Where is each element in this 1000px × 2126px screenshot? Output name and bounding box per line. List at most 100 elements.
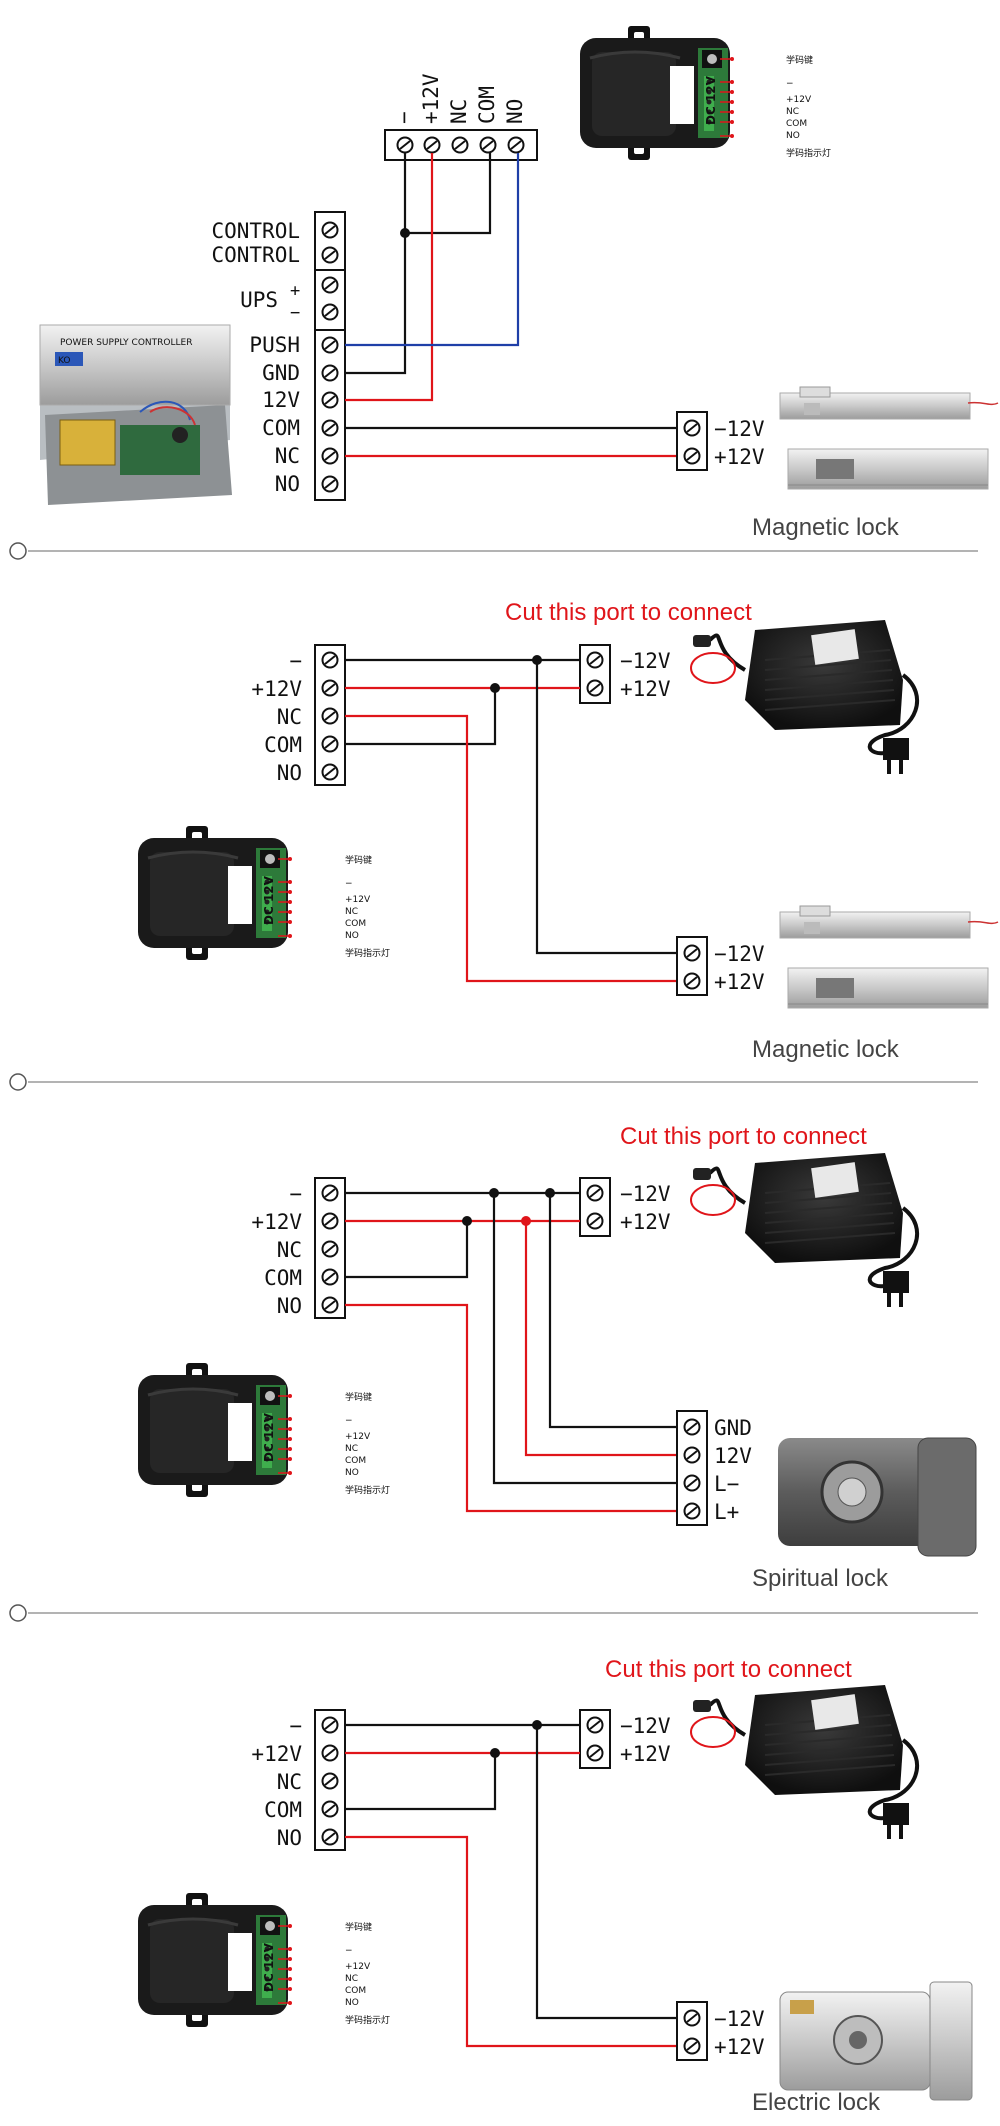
- top-label-com: COM: [475, 86, 499, 124]
- psu-label-no: NO: [275, 472, 300, 496]
- ctrl2-label-minus: −: [289, 649, 302, 673]
- psu-label-ups: UPS: [240, 288, 278, 312]
- cut-label-3: Cut this port to connect: [620, 1123, 867, 1150]
- psu-label-control-2: CONTROL: [211, 243, 300, 267]
- svg-text:NO: NO: [345, 931, 359, 941]
- svg-text:COM: COM: [345, 1986, 366, 1996]
- magnetic-lock-image: [779, 386, 999, 490]
- adapter2-label-plus: +12V: [620, 677, 671, 701]
- lock3-label-lplus: L+: [714, 1500, 739, 1524]
- adapter4-label-minus: −12V: [620, 1714, 671, 1738]
- psu-label-nc: NC: [275, 444, 300, 468]
- svg-text:NO: NO: [345, 1998, 359, 2008]
- psu-brand: KO: [58, 356, 71, 366]
- ctrl3-label-com: COM: [264, 1266, 302, 1290]
- module2-pin-labels: 学码键 − +12V NC COM NO 学码指示灯: [345, 854, 390, 959]
- svg-text:NO: NO: [345, 1468, 359, 1478]
- magnetic-lock-image-2: [779, 905, 999, 1009]
- svg-text:+12V: +12V: [345, 1962, 371, 1972]
- svg-text:−: −: [345, 879, 353, 889]
- panel-2: Cut this port to connect − +12V NC COM N…: [9, 599, 999, 1091]
- svg-text:NC: NC: [345, 1974, 358, 1984]
- electric-lock-image: [779, 1981, 973, 2101]
- svg-text:学码指示灯: 学码指示灯: [345, 947, 390, 959]
- psu-label-com: COM: [262, 416, 300, 440]
- ctrl4-label-minus: −: [289, 1714, 302, 1738]
- svg-text:COM: COM: [345, 1456, 366, 1466]
- divider-circle-2: [9, 1073, 27, 1091]
- module3-dc-label: DC 12V: [262, 1412, 276, 1462]
- panel-2-wires: [345, 658, 677, 983]
- ctrl2-label-com: COM: [264, 733, 302, 757]
- lock4-label-plus: +12V: [714, 2035, 765, 2059]
- divider-circle-1: [9, 542, 27, 560]
- lock-label-minus12v: −12V: [714, 417, 765, 441]
- divider-circle-3: [9, 1604, 27, 1622]
- lock4-label-minus: −12V: [714, 2007, 765, 2031]
- lock2-label-plus: +12V: [714, 970, 765, 994]
- svg-text:学码键: 学码键: [345, 1921, 372, 1933]
- module3-pin-labels: 学码键 − +12V NC COM NO 学码指示灯: [345, 1391, 390, 1496]
- psu-label-ups-minus: −: [290, 303, 300, 323]
- spiritual-lock-image: [778, 1437, 977, 1557]
- svg-text:+12V: +12V: [345, 1432, 371, 1442]
- top-label-minus: −: [392, 111, 416, 124]
- module4-pin-labels: 学码键 − +12V NC COM NO 学码指示灯: [345, 1921, 390, 2026]
- svg-text:+12V: +12V: [786, 95, 812, 105]
- ctrl2-label-12v: +12V: [251, 677, 302, 701]
- svg-text:NC: NC: [345, 907, 358, 917]
- ctrl3-label-minus: −: [289, 1182, 302, 1206]
- power-adapter-4: [691, 1683, 920, 1841]
- ctrl2-label-no: NO: [277, 761, 302, 785]
- svg-text:COM: COM: [786, 119, 807, 129]
- caption-electric-lock: Electric lock: [752, 2089, 881, 2116]
- adapter2-label-minus: −12V: [620, 649, 671, 673]
- svg-text:COM: COM: [345, 919, 366, 929]
- svg-text:NO: NO: [786, 131, 800, 141]
- ctrl3-label-no: NO: [277, 1294, 302, 1318]
- caption-spiritual-lock: Spiritual lock: [752, 1565, 889, 1592]
- svg-text:−: −: [345, 1416, 353, 1426]
- adapter4-label-plus: +12V: [620, 1742, 671, 1766]
- cut-port-marker-2: [690, 652, 736, 684]
- panel-3-wires: [345, 1191, 677, 1513]
- top-label-12v: +12V: [419, 73, 443, 124]
- svg-text:学码指示灯: 学码指示灯: [345, 1484, 390, 1496]
- panel-1-wires: [345, 153, 677, 458]
- ctrl2-label-nc: NC: [277, 705, 302, 729]
- svg-text:学码指示灯: 学码指示灯: [786, 147, 831, 159]
- adapter3-label-minus: −12V: [620, 1182, 671, 1206]
- caption-magnetic-lock-2: Magnetic lock: [752, 1036, 900, 1063]
- psu-label-ups-plus: +: [290, 281, 300, 301]
- svg-text:学码键: 学码键: [345, 854, 372, 866]
- power-adapter-2: [691, 618, 920, 776]
- svg-text:−: −: [345, 1946, 353, 1956]
- cut-label-2: Cut this port to connect: [505, 599, 752, 626]
- ctrl4-label-12v: +12V: [251, 1742, 302, 1766]
- lock3-label-lminus: L−: [714, 1472, 739, 1496]
- module-dc-label: DC 12V: [704, 75, 718, 125]
- cut-port-marker-4: [690, 1716, 736, 1748]
- module-pin-labels: 学码键 − +12V NC COM NO 学码指示灯: [786, 54, 831, 159]
- cut-port-marker-3: [690, 1184, 736, 1216]
- svg-text:NC: NC: [786, 107, 799, 117]
- ctrl4-label-no: NO: [277, 1826, 302, 1850]
- module4-dc-label: DC 12V: [262, 1942, 276, 1992]
- ctrl4-label-com: COM: [264, 1798, 302, 1822]
- ctrl3-label-nc: NC: [277, 1238, 302, 1262]
- svg-text:学码键: 学码键: [786, 54, 813, 66]
- power-supply-controller: POWER SUPPLY CONTROLLER KO: [39, 324, 232, 505]
- psu-box-title: POWER SUPPLY CONTROLLER: [60, 338, 192, 348]
- psu-label-gnd: GND: [262, 361, 300, 385]
- lock2-label-minus: −12V: [714, 942, 765, 966]
- ctrl3-label-12v: +12V: [251, 1210, 302, 1234]
- adapter3-label-plus: +12V: [620, 1210, 671, 1234]
- panel-4-wires: [345, 1723, 677, 2048]
- psu-label-control-1: CONTROL: [211, 219, 300, 243]
- lock3-label-12v: 12V: [714, 1444, 752, 1468]
- caption-magnetic-lock-1: Magnetic lock: [752, 514, 900, 541]
- lock-label-plus12v: +12V: [714, 445, 765, 469]
- svg-text:+12V: +12V: [345, 895, 371, 905]
- psu-label-push: PUSH: [249, 333, 300, 357]
